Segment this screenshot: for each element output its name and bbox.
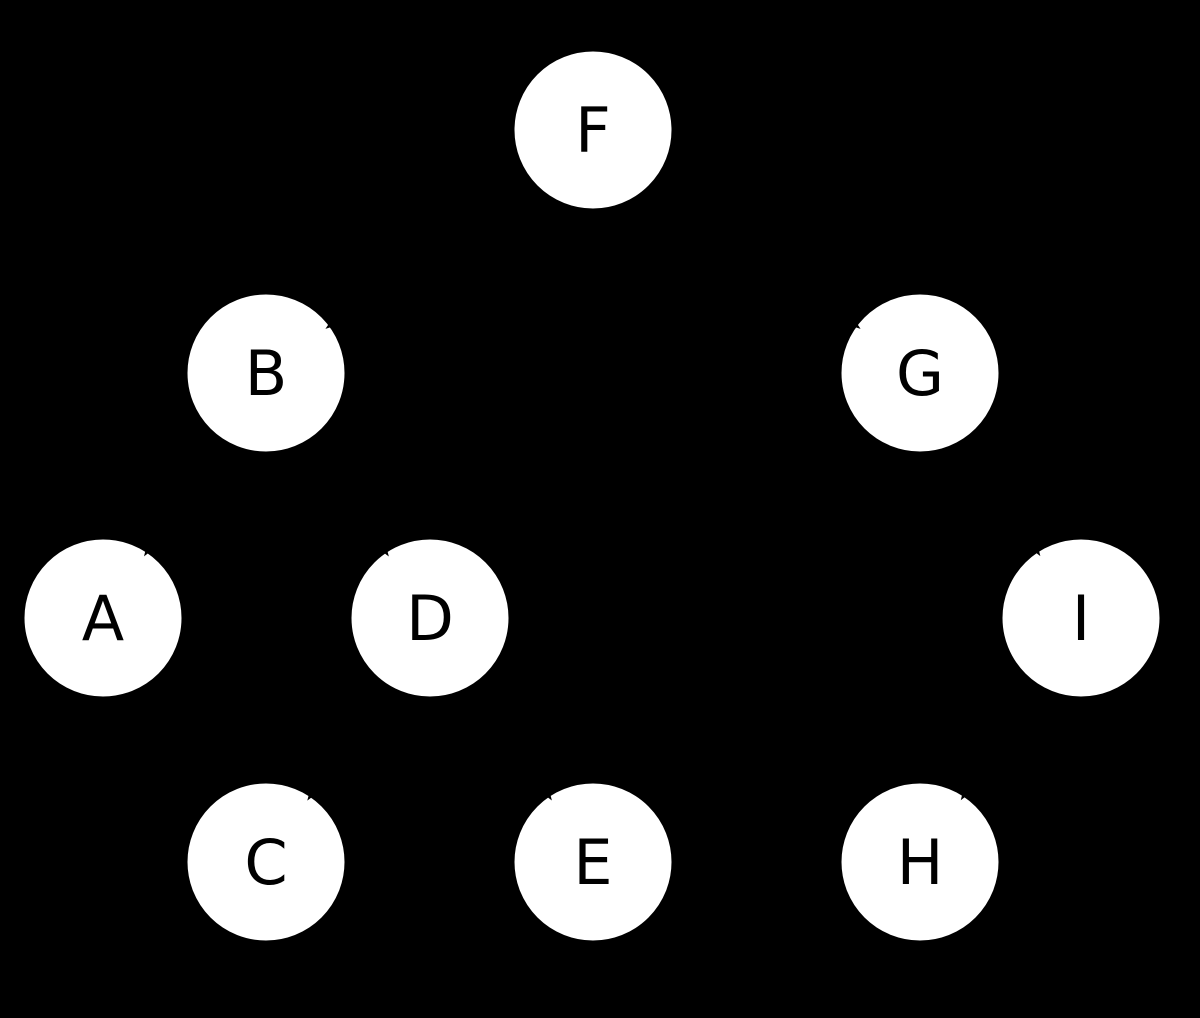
node-circle-G bbox=[840, 293, 1000, 453]
edge-D-E bbox=[472, 682, 552, 801]
edge-line-B-A bbox=[164, 437, 224, 525]
edge-F-G bbox=[655, 175, 861, 329]
node-label-E: E bbox=[573, 826, 612, 899]
node-label-C: C bbox=[244, 826, 287, 899]
edge-line-D-E bbox=[472, 682, 532, 769]
node-label-B: B bbox=[245, 337, 288, 410]
node-circle-C bbox=[186, 782, 346, 942]
node-label-A: A bbox=[82, 582, 124, 655]
node-circle-I bbox=[1001, 538, 1161, 698]
node-circle-F bbox=[513, 50, 673, 210]
arrowhead-icon bbox=[307, 759, 342, 801]
node-A: A bbox=[23, 538, 183, 698]
arrowhead-icon bbox=[143, 515, 178, 557]
edge-F-B bbox=[325, 175, 531, 329]
arrowhead-icon bbox=[354, 515, 389, 557]
edge-line-F-G bbox=[655, 175, 830, 307]
node-circle-D bbox=[350, 538, 510, 698]
node-label-G: G bbox=[896, 337, 944, 410]
edge-I-H bbox=[960, 682, 1040, 801]
arrowhead-icon bbox=[1006, 515, 1041, 557]
arrowhead-icon bbox=[960, 759, 995, 801]
arrowhead-icon bbox=[518, 759, 552, 801]
edge-G-I bbox=[961, 437, 1041, 557]
node-circle-A bbox=[23, 538, 183, 698]
edge-line-I-H bbox=[981, 682, 1040, 768]
node-F: F bbox=[513, 50, 673, 210]
node-label-H: H bbox=[897, 826, 944, 899]
node-D: D bbox=[350, 538, 510, 698]
arrowhead-icon bbox=[820, 293, 861, 329]
edge-B-A bbox=[143, 437, 224, 557]
edge-line-D-C bbox=[327, 682, 388, 769]
edge-line-B-D bbox=[308, 437, 369, 525]
arrowhead-icon bbox=[325, 293, 366, 329]
node-B: B bbox=[186, 293, 346, 453]
node-label-I: I bbox=[1072, 582, 1090, 655]
node-label-D: D bbox=[406, 582, 454, 655]
node-C: C bbox=[186, 782, 346, 942]
node-I: I bbox=[1001, 538, 1161, 698]
node-circle-H bbox=[840, 782, 1000, 942]
node-E: E bbox=[513, 782, 673, 942]
edge-B-D bbox=[308, 437, 389, 557]
edge-D-C bbox=[307, 682, 388, 801]
node-label-F: F bbox=[575, 94, 611, 167]
node-G: G bbox=[840, 293, 1000, 453]
node-circle-B bbox=[186, 293, 346, 453]
node-H: H bbox=[840, 782, 1000, 942]
edge-line-G-I bbox=[961, 437, 1021, 524]
node-circle-E bbox=[513, 782, 673, 942]
edge-line-F-B bbox=[356, 175, 531, 307]
